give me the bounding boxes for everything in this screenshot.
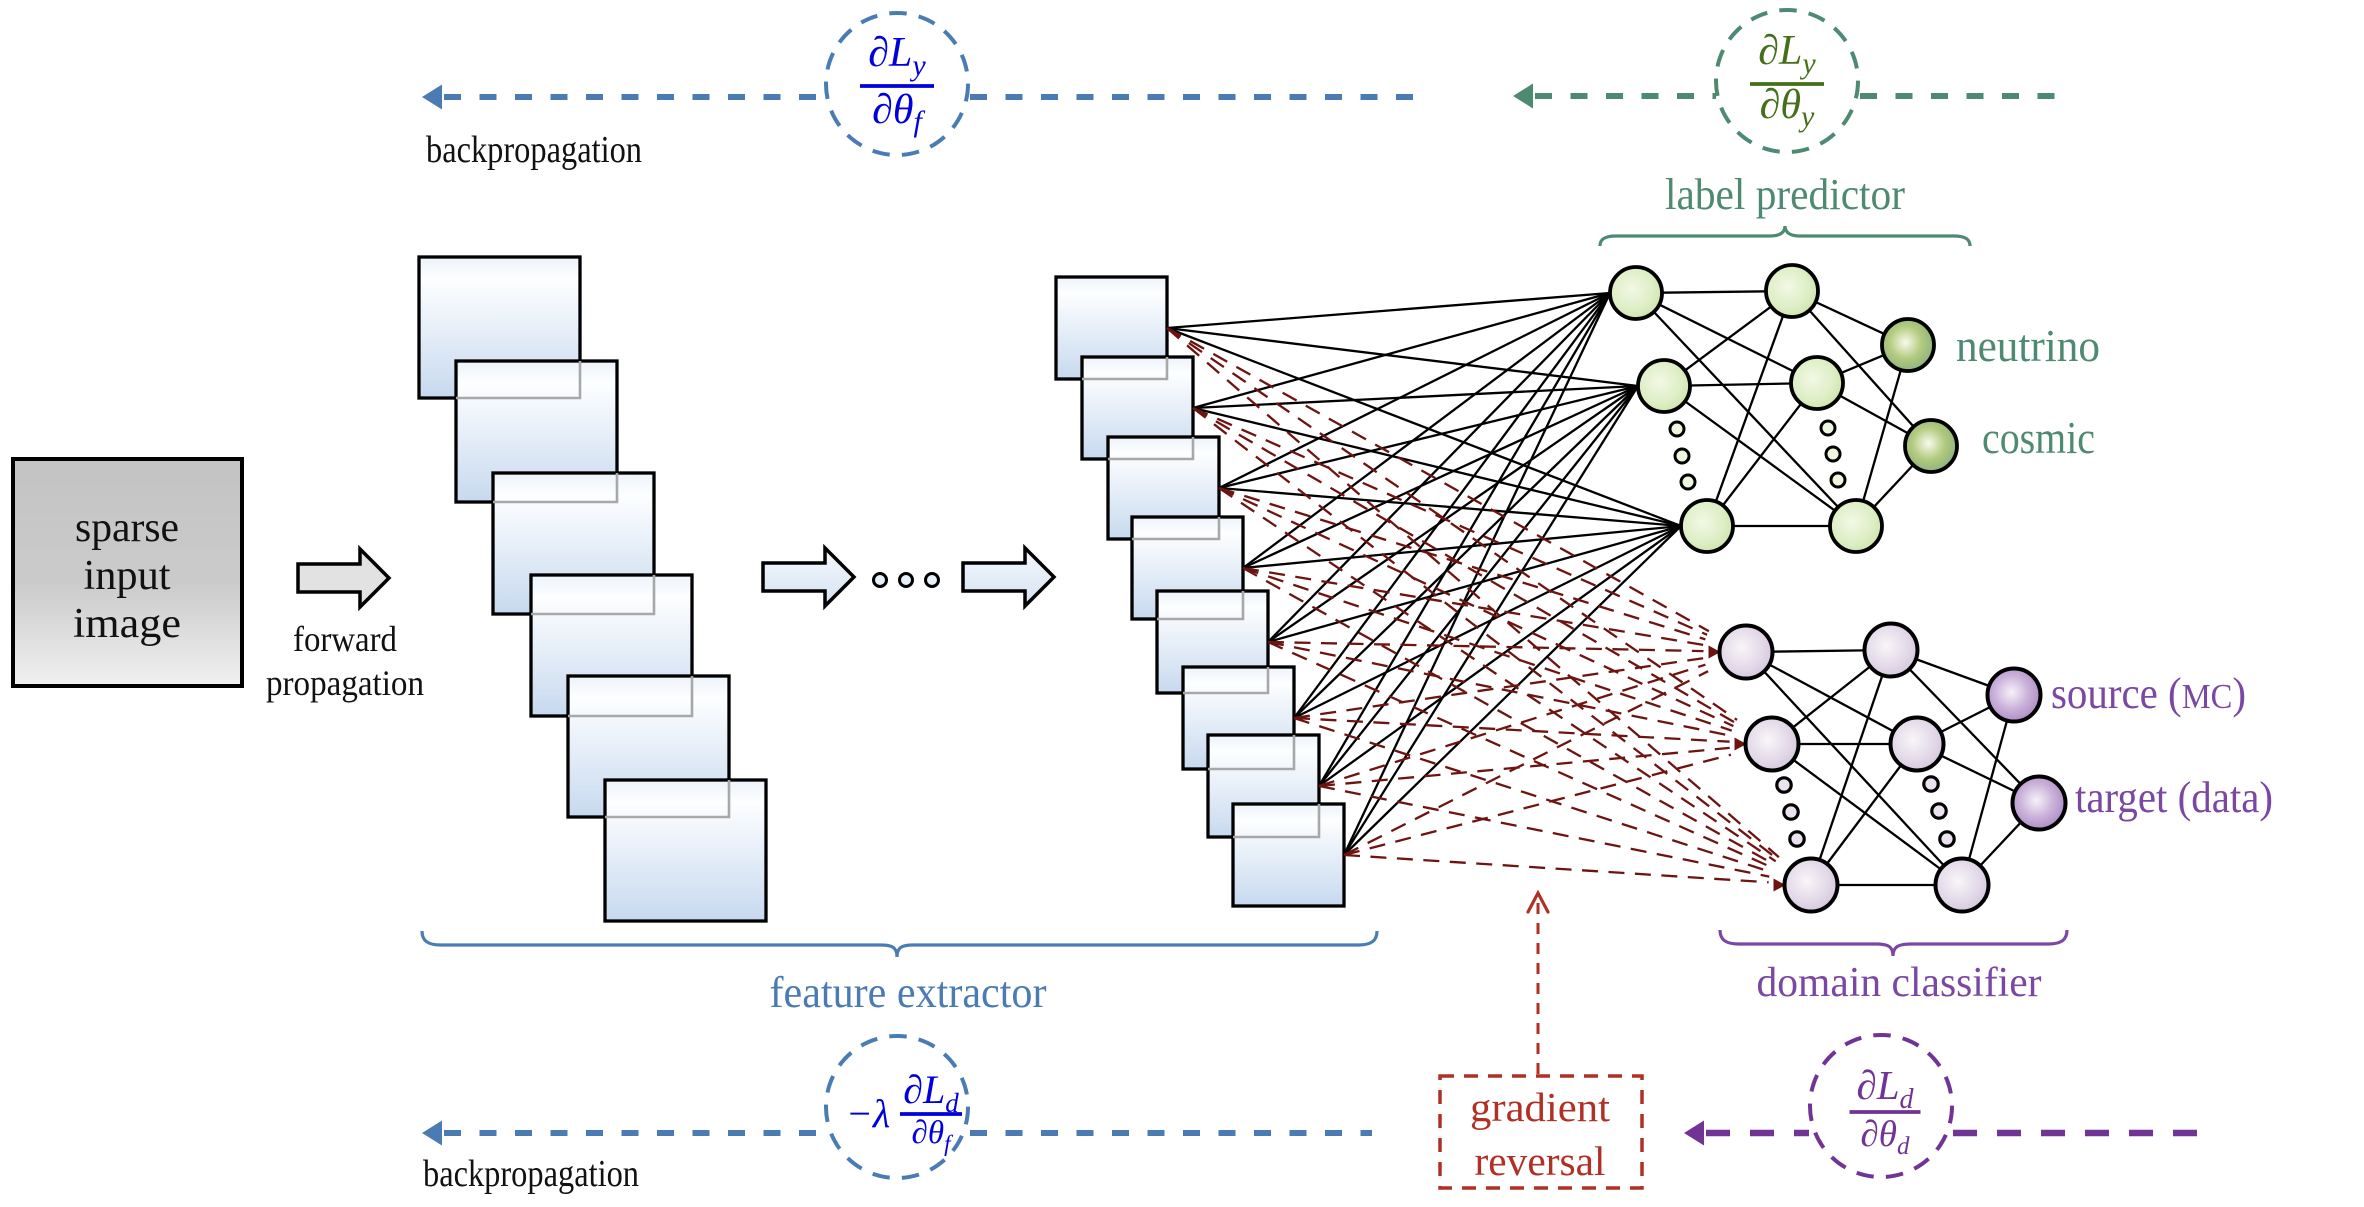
svg-text:target (data): target (data): [2075, 773, 2273, 822]
svg-text:∂Ld: ∂Ld: [1856, 1062, 1914, 1115]
svg-text:∂θd: ∂θd: [1861, 1114, 1910, 1160]
svg-text:feature extractor: feature extractor: [770, 968, 1047, 1017]
svg-text:backpropagation: backpropagation: [426, 129, 642, 171]
svg-text:source (MC): source (MC): [2051, 669, 2246, 718]
svg-text:propagation: propagation: [266, 663, 424, 703]
svg-text:forward: forward: [293, 619, 397, 659]
svg-text:gradient: gradient: [1470, 1084, 1611, 1130]
svg-text:domain classifier: domain classifier: [1757, 960, 2042, 1006]
svg-text:sparse: sparse: [75, 505, 179, 551]
svg-text:backpropagation: backpropagation: [423, 1153, 639, 1195]
svg-text:input: input: [84, 553, 171, 599]
svg-text:image: image: [73, 601, 181, 647]
svg-text:neutrino: neutrino: [1956, 320, 2100, 371]
svg-text:∂θf: ∂θf: [912, 1115, 955, 1156]
svg-text:reversal: reversal: [1475, 1138, 1606, 1184]
svg-text:cosmic: cosmic: [1982, 412, 2095, 463]
svg-text:label predictor: label predictor: [1665, 170, 1905, 219]
svg-text:−λ: −λ: [846, 1091, 890, 1136]
